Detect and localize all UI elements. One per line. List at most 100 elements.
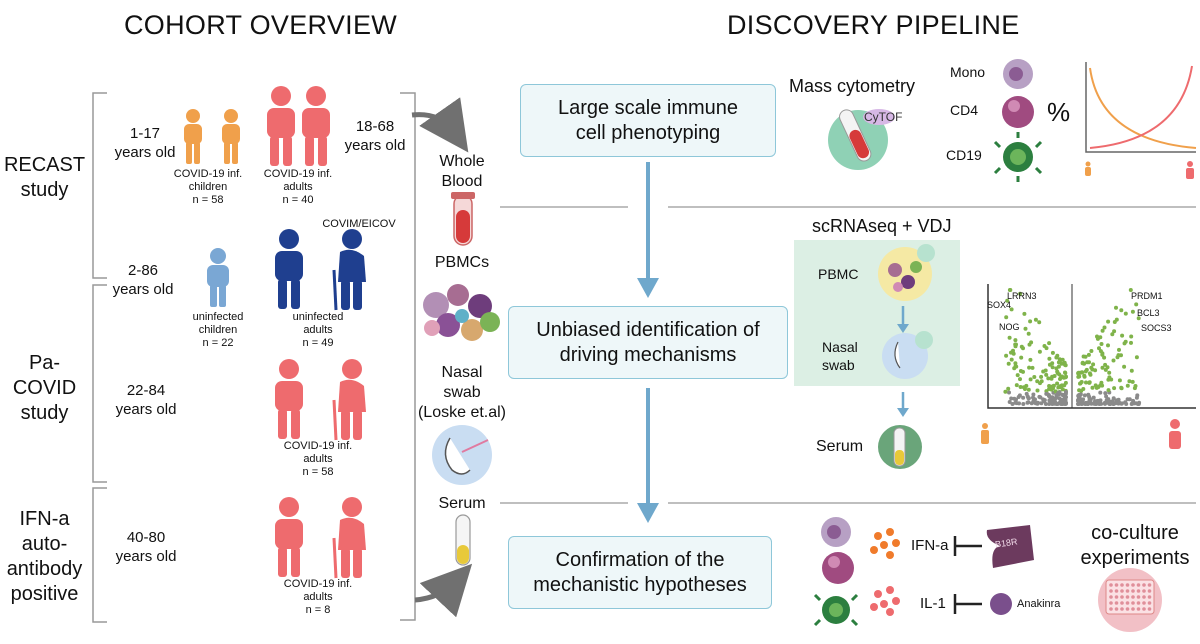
plate-well	[1114, 607, 1119, 611]
covid-child-icon-2	[222, 109, 240, 164]
volcano-point	[1060, 387, 1065, 392]
volcano-point	[1080, 401, 1084, 405]
volcano-point	[1053, 400, 1058, 405]
volcano-point	[1080, 360, 1085, 365]
volcano-point	[1039, 401, 1044, 406]
covid-adults-8-caption: COVID-19 inf. adults n = 8	[283, 578, 353, 616]
plate-well	[1109, 583, 1113, 587]
age-curve-chart	[1085, 62, 1197, 179]
volcano-point	[1006, 386, 1011, 391]
volcano-point	[1127, 397, 1132, 402]
volcano-point	[1005, 298, 1010, 303]
ifna-inhibit-icon	[953, 536, 982, 556]
volcano-point	[1009, 396, 1014, 401]
volcano-point	[1041, 369, 1046, 374]
volcano-point	[1063, 401, 1068, 406]
volcano-point	[1062, 394, 1067, 398]
volcano-point	[1112, 329, 1117, 334]
volcano-point	[1091, 395, 1096, 400]
covim-eicov-label: COVIM/EICOV	[322, 218, 396, 230]
volcano-point	[1125, 383, 1130, 388]
volcano-point	[1028, 319, 1033, 324]
volcano-point	[1056, 364, 1061, 369]
uninfected-child-icon	[207, 248, 229, 307]
blood-tube-icon	[451, 192, 475, 246]
volcano-point	[1112, 386, 1117, 391]
ifn-adult-icon	[275, 497, 303, 577]
volcano-point	[1062, 383, 1067, 388]
plate-well	[1120, 583, 1124, 587]
pacovid-bracket	[92, 284, 107, 483]
volcano-point	[1113, 401, 1118, 406]
step-phenotyping-text: Large scale immune cell phenotyping	[557, 96, 739, 144]
ifna-label: IFN-a	[911, 537, 949, 554]
plate-well	[1147, 607, 1152, 611]
covid-adults-58-caption: COVID-19 inf. adults n = 58	[283, 440, 353, 478]
volcano-point	[1007, 335, 1012, 340]
volcano-point	[1044, 372, 1049, 377]
volcano-point	[1099, 342, 1104, 346]
volcano-point	[1082, 373, 1087, 378]
cytof-tube-icon	[828, 109, 895, 170]
plate-well	[1136, 589, 1141, 593]
discovery-pipeline-heading: DISCOVERY PIPELINE	[727, 10, 1020, 40]
volcano-point	[1018, 369, 1023, 373]
covid-adults-40-caption: COVID-19 inf. adults n = 40	[263, 168, 333, 206]
volcano-point	[1083, 369, 1088, 374]
plate-well	[1136, 607, 1141, 611]
volcano-point	[1017, 401, 1021, 406]
volcano-point	[1018, 385, 1023, 389]
mono-cell-icon	[1003, 59, 1033, 89]
gene-label-sox4: SOX4	[987, 300, 1012, 310]
step-phenotyping-box: Large scale immune cell phenotyping	[520, 84, 776, 157]
plate-well	[1114, 583, 1119, 587]
volcano-point	[1055, 369, 1060, 374]
plate-well	[1147, 595, 1152, 599]
volcano-point	[1012, 366, 1017, 371]
volcano-point	[1023, 326, 1028, 331]
volcano-point	[1055, 381, 1060, 386]
age-recast-adults: 18-68 years old	[344, 118, 406, 154]
volcano-point	[1047, 362, 1052, 367]
plate-well	[1109, 589, 1113, 593]
volcano-point	[1038, 381, 1042, 386]
volcano-point	[1130, 401, 1135, 406]
volcano-point	[1076, 371, 1081, 376]
volcano-point	[1039, 374, 1044, 379]
volcano-point	[1056, 385, 1061, 390]
plate-well	[1142, 583, 1146, 587]
cd19-label: CD19	[946, 147, 982, 163]
arrow-from-serum	[414, 563, 473, 618]
plate-well	[1147, 583, 1152, 587]
recast-bracket	[92, 92, 107, 279]
cd4-cell-icon	[1002, 96, 1034, 128]
plate-well	[1125, 595, 1130, 599]
volcano-point	[1060, 357, 1065, 362]
anakinra-icon	[990, 593, 1012, 615]
culture-plate-icon	[1098, 568, 1162, 632]
volcano-point	[1044, 389, 1049, 394]
scrnaseq-panel-bg	[794, 240, 960, 386]
serum-tube-icon	[455, 514, 471, 566]
volcano-point	[1042, 398, 1047, 403]
step-identification-text: Unbiased identification of driving mecha…	[536, 318, 760, 366]
plate-well	[1142, 589, 1146, 593]
volcano-point	[1047, 356, 1052, 361]
volcano-point	[1081, 354, 1086, 359]
volcano-point	[1009, 357, 1014, 362]
volcano-point	[1010, 402, 1015, 406]
volcano-point	[1031, 392, 1036, 397]
covid-child-icon-1	[184, 109, 202, 164]
scrnaseq-pbmc-label: PBMC	[818, 266, 859, 282]
volcano-point	[1120, 401, 1124, 406]
volcano-point	[1017, 393, 1022, 398]
plate-well	[1147, 601, 1152, 605]
volcano-point	[1021, 402, 1026, 406]
il1-inhibit-icon	[953, 594, 982, 614]
volcano-point	[1098, 390, 1103, 395]
gene-label-nog: NOG	[999, 322, 1020, 332]
volcano-point	[1026, 387, 1031, 392]
ifn-elderly-icon	[332, 497, 366, 579]
volcano-point	[1022, 311, 1027, 316]
